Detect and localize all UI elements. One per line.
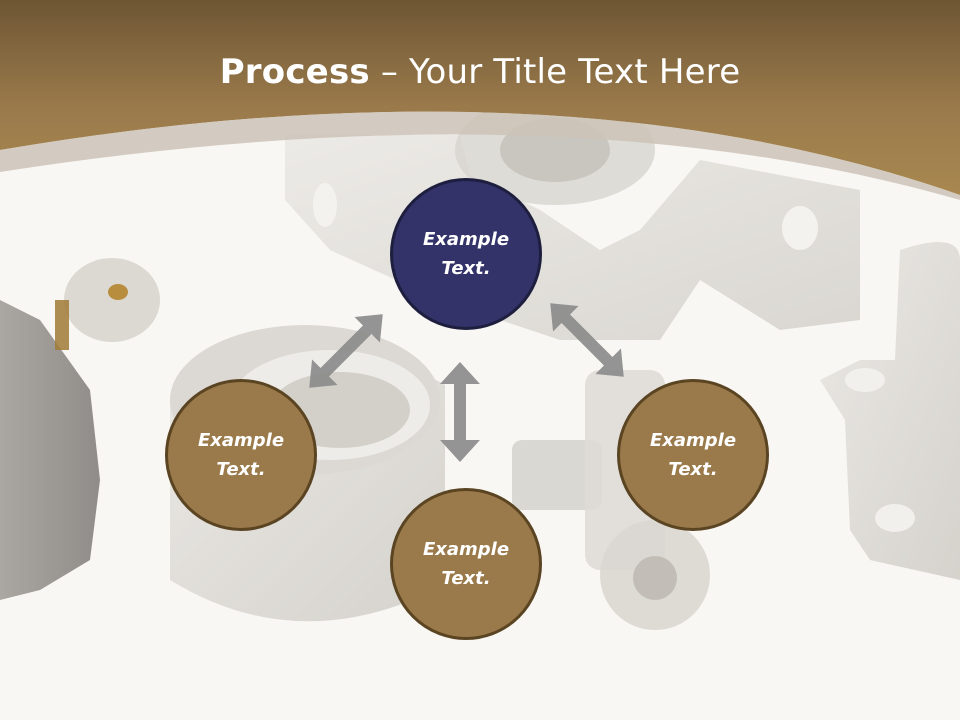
process-node-left[interactable]: Example Text. xyxy=(165,379,317,531)
title-bold: Process xyxy=(219,52,370,92)
slide-title: Process – Your Title Text Here xyxy=(0,52,960,92)
double-arrow-icon xyxy=(550,303,624,377)
process-node-top[interactable]: Example Text. xyxy=(390,178,542,330)
double-arrow-icon xyxy=(309,314,383,388)
node-label: Example Text. xyxy=(649,430,737,480)
process-node-right[interactable]: Example Text. xyxy=(617,379,769,531)
node-label: Example Text. xyxy=(422,229,510,279)
title-rest: – Your Title Text Here xyxy=(369,52,741,92)
node-label: Example Text. xyxy=(197,430,285,480)
node-label: Example Text. xyxy=(422,539,510,589)
double-arrow-icon xyxy=(440,362,480,462)
header-band xyxy=(0,0,960,200)
process-node-bottom[interactable]: Example Text. xyxy=(390,488,542,640)
